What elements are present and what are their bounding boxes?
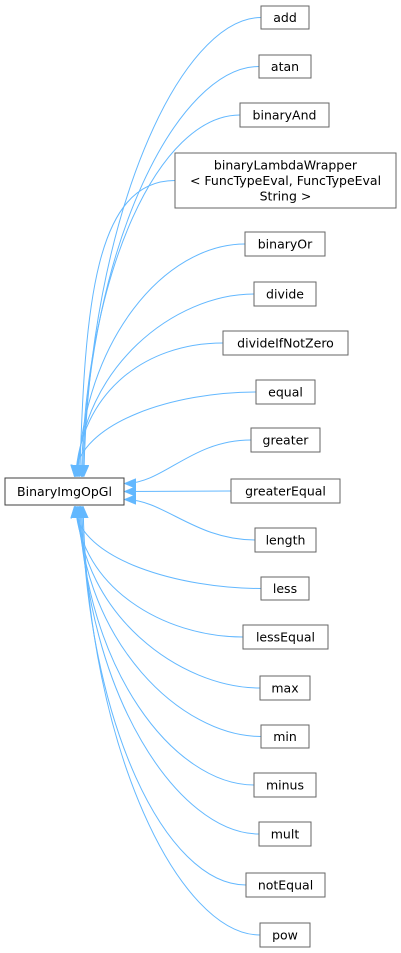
inheritance-edge-pow xyxy=(83,507,261,936)
class-node-box xyxy=(259,922,311,948)
class-node-box xyxy=(239,102,330,128)
class-node-equal[interactable]: equal xyxy=(255,379,316,405)
class-node-box xyxy=(250,427,321,453)
class-node-label: lessEqual xyxy=(256,630,315,645)
inheritance-edge-mult xyxy=(81,507,260,835)
class-node-binaryor[interactable]: binaryOr xyxy=(244,231,326,257)
inheritance-edge-atan xyxy=(83,66,260,477)
class-node-box xyxy=(253,281,317,307)
class-node-label: greaterEqual xyxy=(245,484,326,499)
class-node-lessequal[interactable]: lessEqual xyxy=(242,624,329,650)
class-node-label: atan xyxy=(271,59,299,74)
class-node-label: mult xyxy=(271,827,300,842)
class-node-label: max xyxy=(271,681,298,696)
class-node-box xyxy=(222,330,349,356)
class-node-label: equal xyxy=(268,385,303,400)
class-node-divideifnotzero[interactable]: divideIfNotZero xyxy=(222,330,349,356)
class-node-box xyxy=(260,576,310,601)
class-node-binarylambdawrapper[interactable]: binaryLambdaWrapper< FuncTypeEval, FuncT… xyxy=(174,152,397,209)
inheritance-edge-max xyxy=(77,507,261,689)
class-node-label: binaryOr xyxy=(258,237,313,252)
class-node-label: less xyxy=(273,581,297,596)
class-node-label: min xyxy=(273,729,297,744)
inheritance-edge-greaterequal xyxy=(125,491,232,492)
class-node-box xyxy=(254,527,317,553)
class-node-min[interactable]: min xyxy=(260,724,310,749)
inheritance-edge-minus xyxy=(79,507,255,786)
class-node-label: binaryAnd xyxy=(253,108,317,123)
class-node-greater[interactable]: greater xyxy=(250,427,321,453)
inheritance-edge-greater xyxy=(125,439,252,484)
class-node-label: divide xyxy=(266,287,304,302)
inheritance-edge-divide xyxy=(77,293,255,476)
inheritance-edge-length xyxy=(125,500,256,541)
class-node-box xyxy=(253,772,317,798)
class-node-label: divideIfNotZero xyxy=(237,336,334,351)
class-node-box xyxy=(258,54,312,79)
class-node-divide[interactable]: divide xyxy=(253,281,317,307)
base-class-node[interactable]: BinaryImgOpGl xyxy=(4,477,125,506)
inheritance-edge-binaryand xyxy=(81,114,241,476)
class-node-label: < FuncTypeEval, FuncTypeEval xyxy=(190,173,381,188)
class-node-box xyxy=(245,872,326,898)
class-node-label: notEqual xyxy=(258,878,313,893)
class-node-label: length xyxy=(266,533,306,548)
class-node-length[interactable]: length xyxy=(254,527,317,553)
class-node-pow[interactable]: pow xyxy=(259,922,311,948)
class-node-box xyxy=(258,821,312,847)
class-node-box xyxy=(260,724,310,749)
inheritance-edge-equal xyxy=(74,391,257,476)
base-class-label: BinaryImgOpGl xyxy=(17,484,112,499)
class-node-label: add xyxy=(273,10,297,25)
inheritance-edge-divideifnotzero xyxy=(76,342,224,476)
inheritance-edge-binarylambdawrapper xyxy=(80,180,176,477)
class-node-box xyxy=(255,379,316,405)
inheritance-edges xyxy=(74,17,262,936)
inheritance-edge-less xyxy=(74,507,262,589)
class-node-label: greater xyxy=(263,433,310,448)
class-node-greaterequal[interactable]: greaterEqual xyxy=(230,478,341,504)
class-node-less[interactable]: less xyxy=(260,576,310,601)
class-node-box xyxy=(174,152,397,209)
class-node-box xyxy=(244,231,326,257)
inheritance-edge-min xyxy=(78,507,262,737)
class-node-notequal[interactable]: notEqual xyxy=(245,872,326,898)
class-node-box xyxy=(230,478,341,504)
class-node-binaryand[interactable]: binaryAnd xyxy=(239,102,330,128)
class-node-label: pow xyxy=(272,928,298,943)
class-node-label: String > xyxy=(260,189,312,204)
inheritance-edge-lessequal xyxy=(76,507,244,638)
inheritance-edge-binaryor xyxy=(78,243,246,476)
class-node-label: minus xyxy=(266,778,304,793)
class-node-mult[interactable]: mult xyxy=(258,821,312,847)
class-node-box xyxy=(260,5,310,30)
class-nodes: add atan binaryAnd binaryLambdaWrapper< Fun… xyxy=(174,5,397,948)
inheritance-edge-notequal xyxy=(82,507,247,886)
class-node-max[interactable]: max xyxy=(259,675,311,701)
class-node-box xyxy=(259,675,311,701)
class-node-atan[interactable]: atan xyxy=(258,54,312,79)
class-node-minus[interactable]: minus xyxy=(253,772,317,798)
class-node-add[interactable]: add xyxy=(260,5,310,30)
class-node-label: binaryLambdaWrapper xyxy=(214,158,358,173)
class-node-box xyxy=(242,624,329,650)
inheritance-edge-add xyxy=(84,17,262,477)
